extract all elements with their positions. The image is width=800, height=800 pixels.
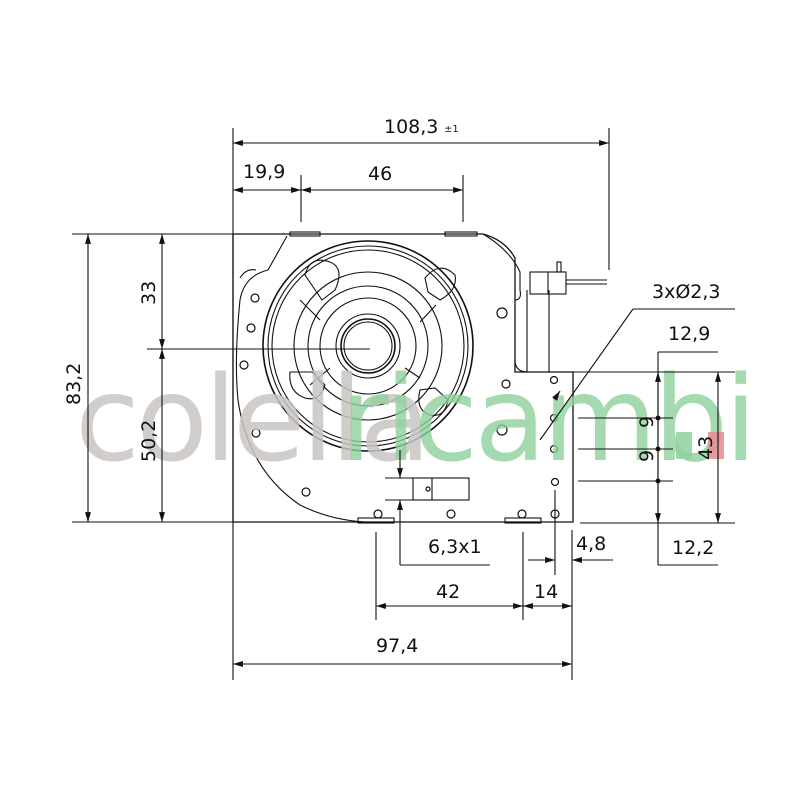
dim-mount-to-edge: 14	[534, 581, 558, 603]
dim-mount-spacing-top: 46	[368, 163, 392, 185]
dim-holes: 3xØ2,3	[652, 281, 721, 303]
screws	[239, 293, 560, 519]
dim-hole-offset-x: 12,9	[668, 323, 710, 345]
watermark-colella: colella	[75, 350, 427, 488]
dim-hole-bottom-offset: 12,2	[672, 537, 714, 559]
dim-hole-pitch-1: 9	[636, 416, 658, 428]
dim-terminal-size: 6,3x1	[428, 536, 482, 558]
dim-overall-width-tolerance: ±1	[444, 124, 459, 135]
dim-overall-width: 108,3	[384, 116, 438, 138]
dim-hole-pitch-2: 9	[636, 450, 658, 462]
fan-body	[232, 231, 607, 524]
dim-left-to-mount: 19,9	[243, 161, 285, 183]
motor-clips	[289, 259, 456, 416]
dim-edge-offset: 4,8	[576, 533, 606, 555]
dim-hole-span-height: 43	[695, 436, 717, 460]
dimension-labels: 108,3 ±1 19,9 46 83,2 33 50,2 3xØ2,3 12,…	[63, 116, 721, 657]
dim-base-width: 97,4	[376, 635, 418, 657]
dimension-lines	[72, 128, 735, 680]
dim-top-to-axis: 33	[138, 281, 160, 305]
dim-overall-height: 83,2	[63, 363, 85, 405]
watermark: colella ricambi	[75, 350, 757, 488]
watermark-ricambi: ricambi	[340, 350, 753, 488]
flag-green	[676, 432, 692, 459]
dim-mount-spacing-bottom: 42	[436, 581, 460, 603]
dim-axis-to-bottom: 50,2	[138, 420, 160, 462]
terminal-connector	[529, 261, 607, 295]
